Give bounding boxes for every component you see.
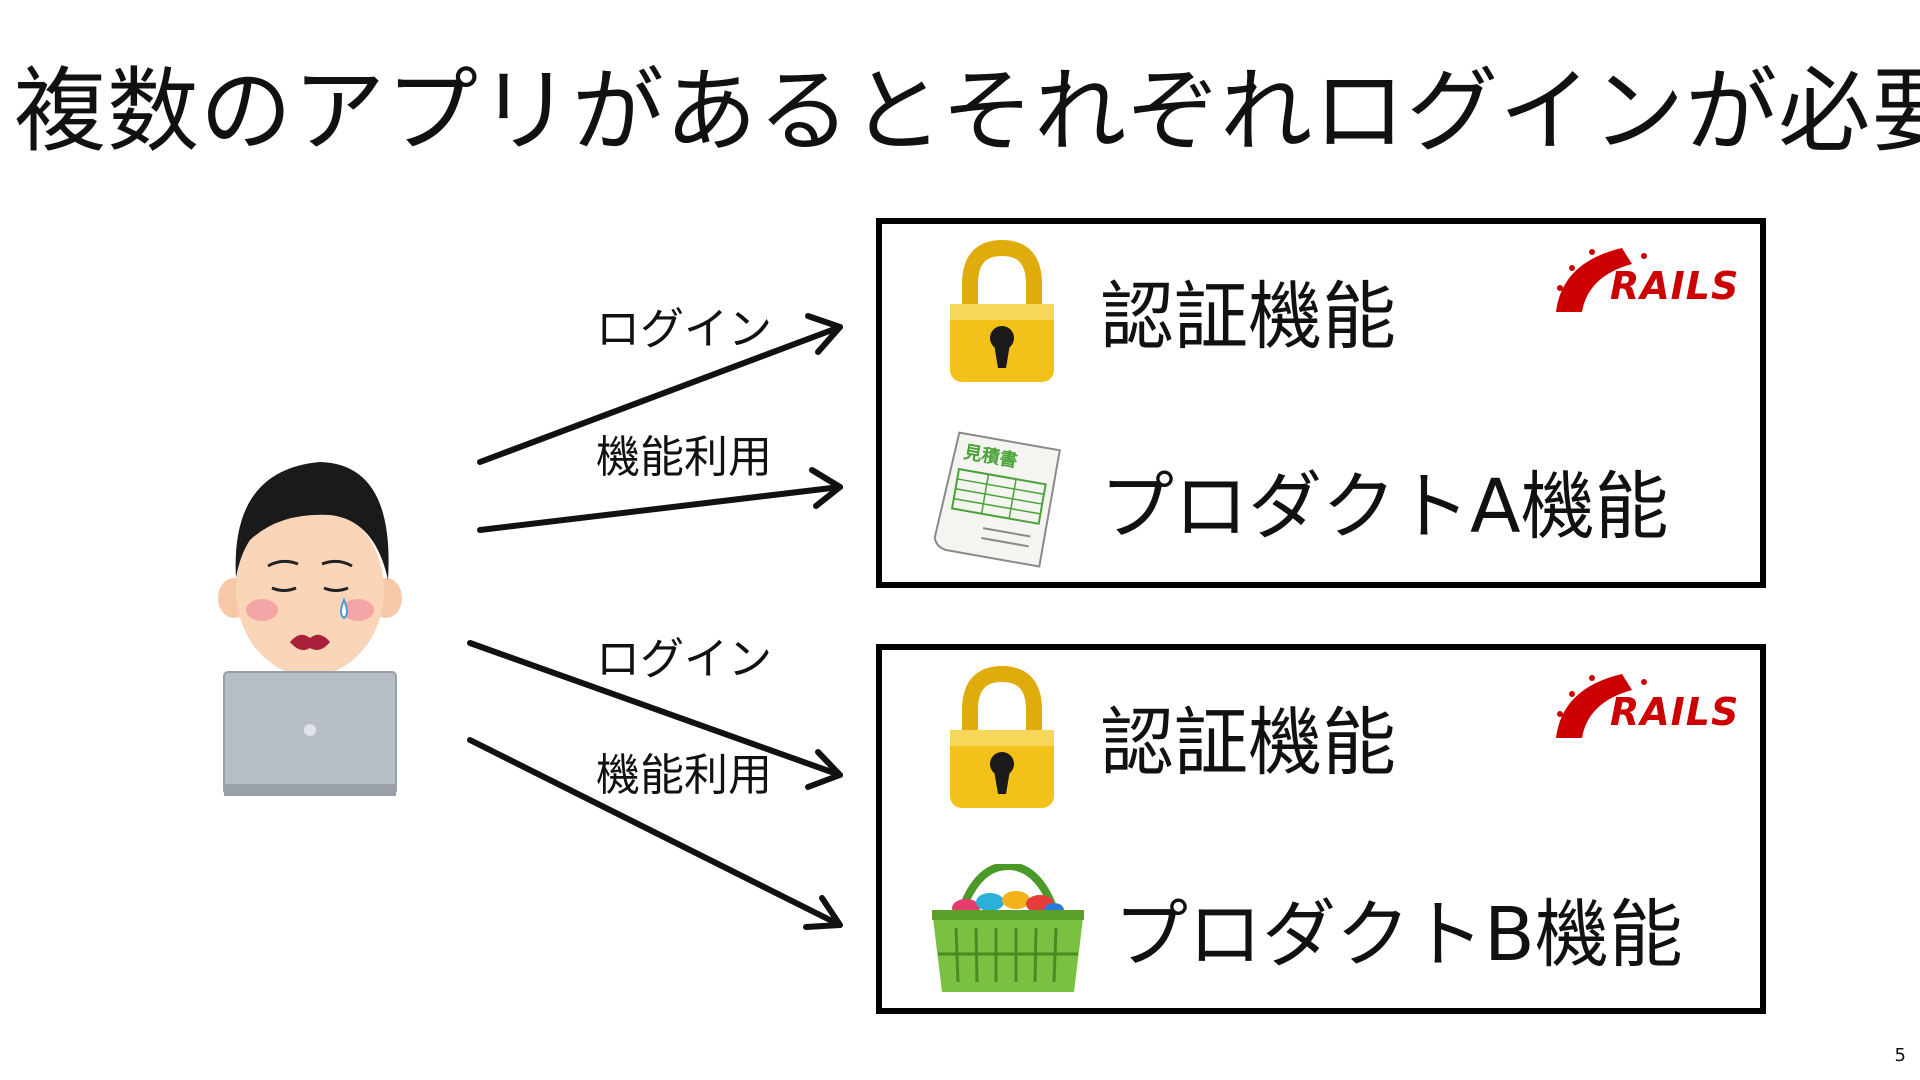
rails-logo: RAILS [1552, 668, 1742, 740]
arrow-login-a [477, 313, 843, 465]
arrow-label-use-b: 機能利用 [596, 750, 772, 801]
page-number: 5 [1894, 1045, 1906, 1066]
arrow-label-login-a: ログイン [596, 304, 772, 355]
arrow-use-a [477, 467, 843, 533]
arrow-label-use-a: 機能利用 [596, 432, 772, 483]
rails-track-icon [1556, 674, 1647, 738]
arrow-login-b [467, 640, 843, 790]
lock-icon [950, 240, 1054, 382]
arrow-use-b [467, 737, 843, 930]
app-box-product-a: 認証機能 見積書 プロダクトA機能 RAILS [876, 218, 1766, 588]
arrow-label-login-b: ログイン [596, 634, 772, 685]
shopping-basket-icon [932, 864, 1084, 992]
rails-logo-text: RAILS [1610, 264, 1740, 308]
auth-feature-label: 認証機能 [1100, 274, 1396, 360]
app-box-product-b: 認証機能 プロダクトB機能 RAILS [876, 644, 1766, 1014]
estimate-document-icon: 見積書 [933, 431, 1061, 568]
product-b-feature-label: プロダクトB機能 [1114, 892, 1683, 978]
rails-logo-text: RAILS [1610, 690, 1740, 734]
worried-user-with-laptop-icon [218, 462, 402, 796]
product-a-feature-label: プロダクトA機能 [1100, 464, 1669, 550]
lock-icon [950, 666, 1054, 808]
auth-feature-label: 認証機能 [1100, 700, 1396, 786]
rails-track-icon [1556, 248, 1647, 312]
rails-logo: RAILS [1552, 242, 1742, 314]
slide-title: 複数のアプリがあるとそれぞれログインが必要 [14, 58, 1920, 165]
